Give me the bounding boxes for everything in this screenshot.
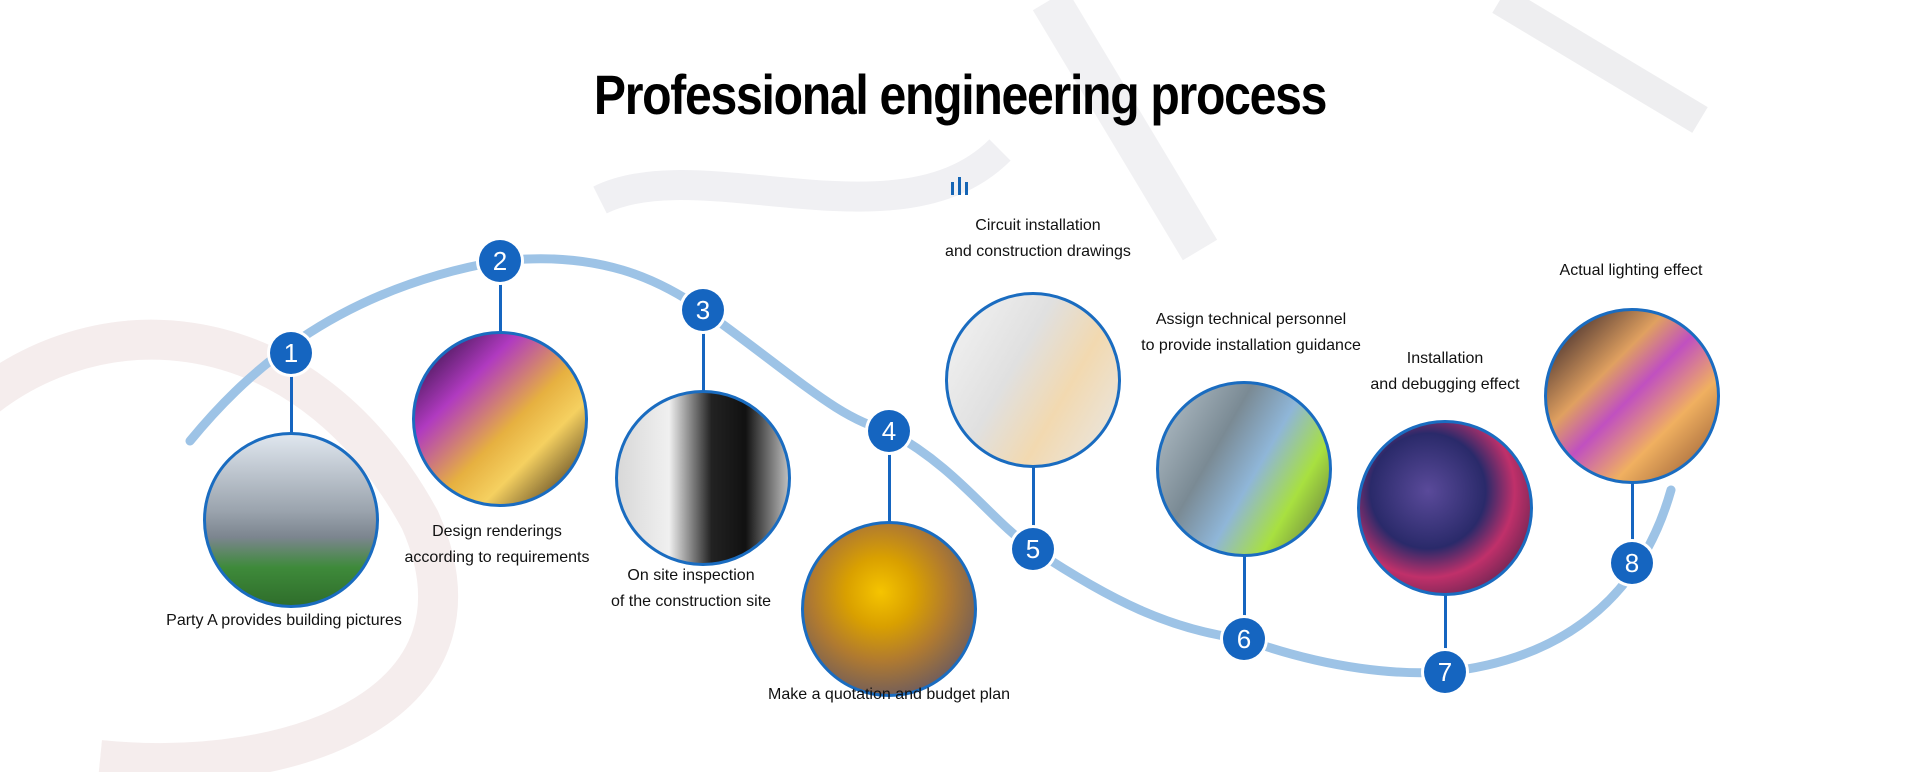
step-4-label: Make a quotation and budget plan [739,682,1039,708]
step-6-badge: 6 [1223,618,1265,660]
label-line: Assign technical personnel [1155,311,1347,328]
label-line: and debugging effect [1370,376,1520,393]
step-5-label: Circuit installation and construction dra… [888,213,1188,265]
page-title: Professional engineering process [593,63,1327,126]
label-line: of the construction site [610,593,772,610]
step-7-badge: 7 [1424,651,1466,693]
step-8-label: Actual lighting effect [1481,258,1781,284]
label-line: Actual lighting effect [1559,262,1703,279]
label-line: Make a quotation and budget plan [768,686,1010,703]
step-8-photo [1544,308,1720,484]
label-line: On site inspection [627,567,755,584]
step-3-photo [615,390,791,566]
step-4-badge: 4 [868,410,910,452]
label-line: Design renderings [432,523,562,540]
step-6-photo [1156,381,1332,557]
step-4-photo [801,521,977,697]
step-1-label: Party A provides building pictures [134,608,434,634]
step-7-label: Installation and debugging effect [1295,346,1595,398]
step-1-photo [203,432,379,608]
label-line: Circuit installation [975,217,1101,234]
bar-chart-icon [951,177,971,195]
step-2-photo [412,331,588,507]
step-5-badge: 5 [1012,528,1054,570]
step-3-label: On site inspection of the construction si… [541,563,841,615]
step-6-label: Assign technical personnel to provide ins… [1101,307,1401,359]
step-2-badge: 2 [479,240,521,282]
label-line: to provide installation guidance [1141,337,1361,354]
step-3-badge: 3 [682,289,724,331]
step-5-photo [945,292,1121,468]
label-line: Party A provides building pictures [166,612,402,629]
step-2-label: Design renderings according to requiremen… [347,519,647,571]
label-line: and construction drawings [945,243,1131,260]
label-line: Installation [1406,350,1484,367]
label-line: according to requirements [404,549,590,566]
step-connector [888,431,891,609]
step-8-badge: 8 [1611,542,1653,584]
step-1-badge: 1 [270,332,312,374]
step-7-photo [1357,420,1533,596]
